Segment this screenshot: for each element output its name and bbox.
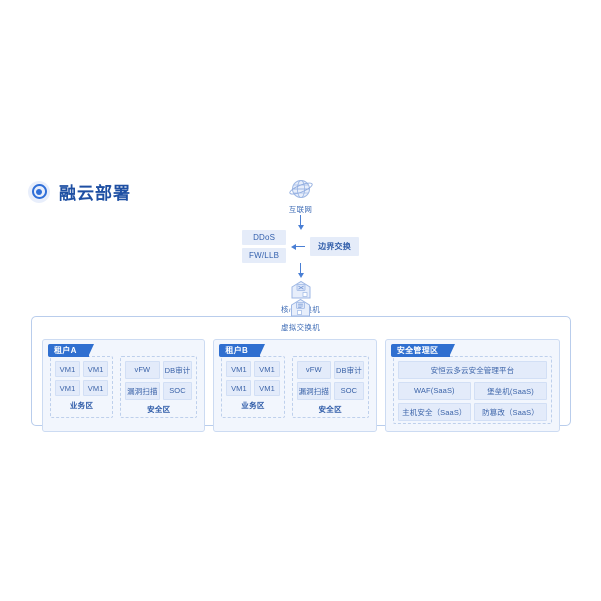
zone-label: 业务区: [69, 400, 94, 410]
zone-security-management: 安恒云多云安全管理平台 WAF(SaaS) 堡垒机(SaaS) 主机安全（Saa…: [392, 356, 552, 424]
globe-icon: [288, 176, 314, 202]
arrow-border-to-appliances: [291, 243, 306, 250]
border-switch-row: DDoS FW/LLB 边界交换: [242, 230, 359, 263]
node-virtual-switch: 虚拟交换机: [281, 296, 320, 333]
vm-cell: VM1: [55, 380, 81, 396]
zone-label: 安全区: [147, 404, 171, 414]
vm-cell: VM1: [226, 361, 252, 377]
panel-tenant-b[interactable]: 租户B VM1 VM1 VM1 VM1 业务区 vFW: [213, 339, 377, 432]
zone-business-a: VM1 VM1 VM1 VM1 业务区: [50, 356, 114, 418]
security-cell: 漏洞扫描: [296, 382, 331, 400]
saas-cell: WAF(SaaS): [397, 382, 471, 400]
security-cell: vFW: [125, 361, 160, 379]
security-cell: SOC: [333, 382, 364, 400]
panel-tab-tenant-b: 租户B: [219, 344, 265, 357]
internet-label: 互联网: [288, 205, 313, 214]
arrow-internet-to-border: [296, 215, 305, 230]
vm-cell: VM1: [254, 361, 280, 377]
security-cell: DB审计: [162, 361, 193, 379]
vm-cell: VM1: [254, 380, 280, 396]
saas-cell: 主机安全（SaaS）: [397, 403, 471, 421]
zone-label: 业务区: [241, 400, 265, 410]
saas-cell: 堡垒机(SaaS): [473, 382, 547, 400]
panel-security-management[interactable]: 安全管理区 安恒云多云安全管理平台 WAF(SaaS) 堡垒机(SaaS) 主机…: [384, 339, 560, 432]
zone-security-a: vFW DB审计 漏洞扫描 SOC 安全区: [120, 356, 198, 418]
panel-tab-tenant-a: 租户A: [48, 344, 94, 357]
vm-cell: VM1: [226, 380, 252, 396]
vm-cell: VM1: [83, 361, 109, 377]
security-cell: SOC: [162, 382, 193, 400]
vm-cell: VM1: [83, 380, 109, 396]
page-title-label: 融云部署: [59, 184, 131, 203]
appliance-fw-llb: FW/LLB: [242, 248, 287, 263]
zone-business-b: VM1 VM1 VM1 VM1 业务区: [221, 356, 285, 418]
panel-tab-security-management: 安全管理区: [390, 344, 455, 357]
virtual-switch-label: 虚拟交换机: [281, 323, 320, 332]
border-switch-label: 边界交换: [310, 237, 359, 256]
zone-security-b: vFW DB审计 漏洞扫描 SOC 安全区: [291, 356, 369, 418]
security-cell: 漏洞扫描: [125, 382, 160, 400]
security-appliance-stack: DDoS FW/LLB: [242, 230, 287, 263]
arrow-border-to-core: [296, 263, 305, 278]
appliance-ddos: DDoS: [242, 230, 287, 245]
saas-cell: 防篡改（SaaS）: [473, 403, 547, 421]
virtual-switch-icon: [288, 296, 314, 320]
page-title: 融云部署: [28, 179, 131, 204]
zone-panels: 租户A VM1 VM1 VM1 VM1 业务区 vFW: [32, 339, 570, 432]
node-internet: 互联网: [288, 176, 314, 215]
panel-tenant-a[interactable]: 租户A VM1 VM1 VM1 VM1 业务区 vFW: [42, 339, 206, 432]
network-flow: 互联网 DDoS FW/LLB 边界交换: [0, 176, 601, 331]
security-cell: vFW: [296, 361, 331, 379]
cloud-container: 租户A VM1 VM1 VM1 VM1 业务区 vFW: [31, 316, 571, 432]
security-cell: DB审计: [333, 361, 364, 379]
switch-device-icon: [288, 278, 314, 302]
vm-cell: VM1: [55, 361, 81, 377]
platform-cell: 安恒云多云安全管理平台: [397, 361, 547, 379]
zone-label: 安全区: [318, 404, 342, 414]
target-circle-icon: [28, 180, 50, 203]
